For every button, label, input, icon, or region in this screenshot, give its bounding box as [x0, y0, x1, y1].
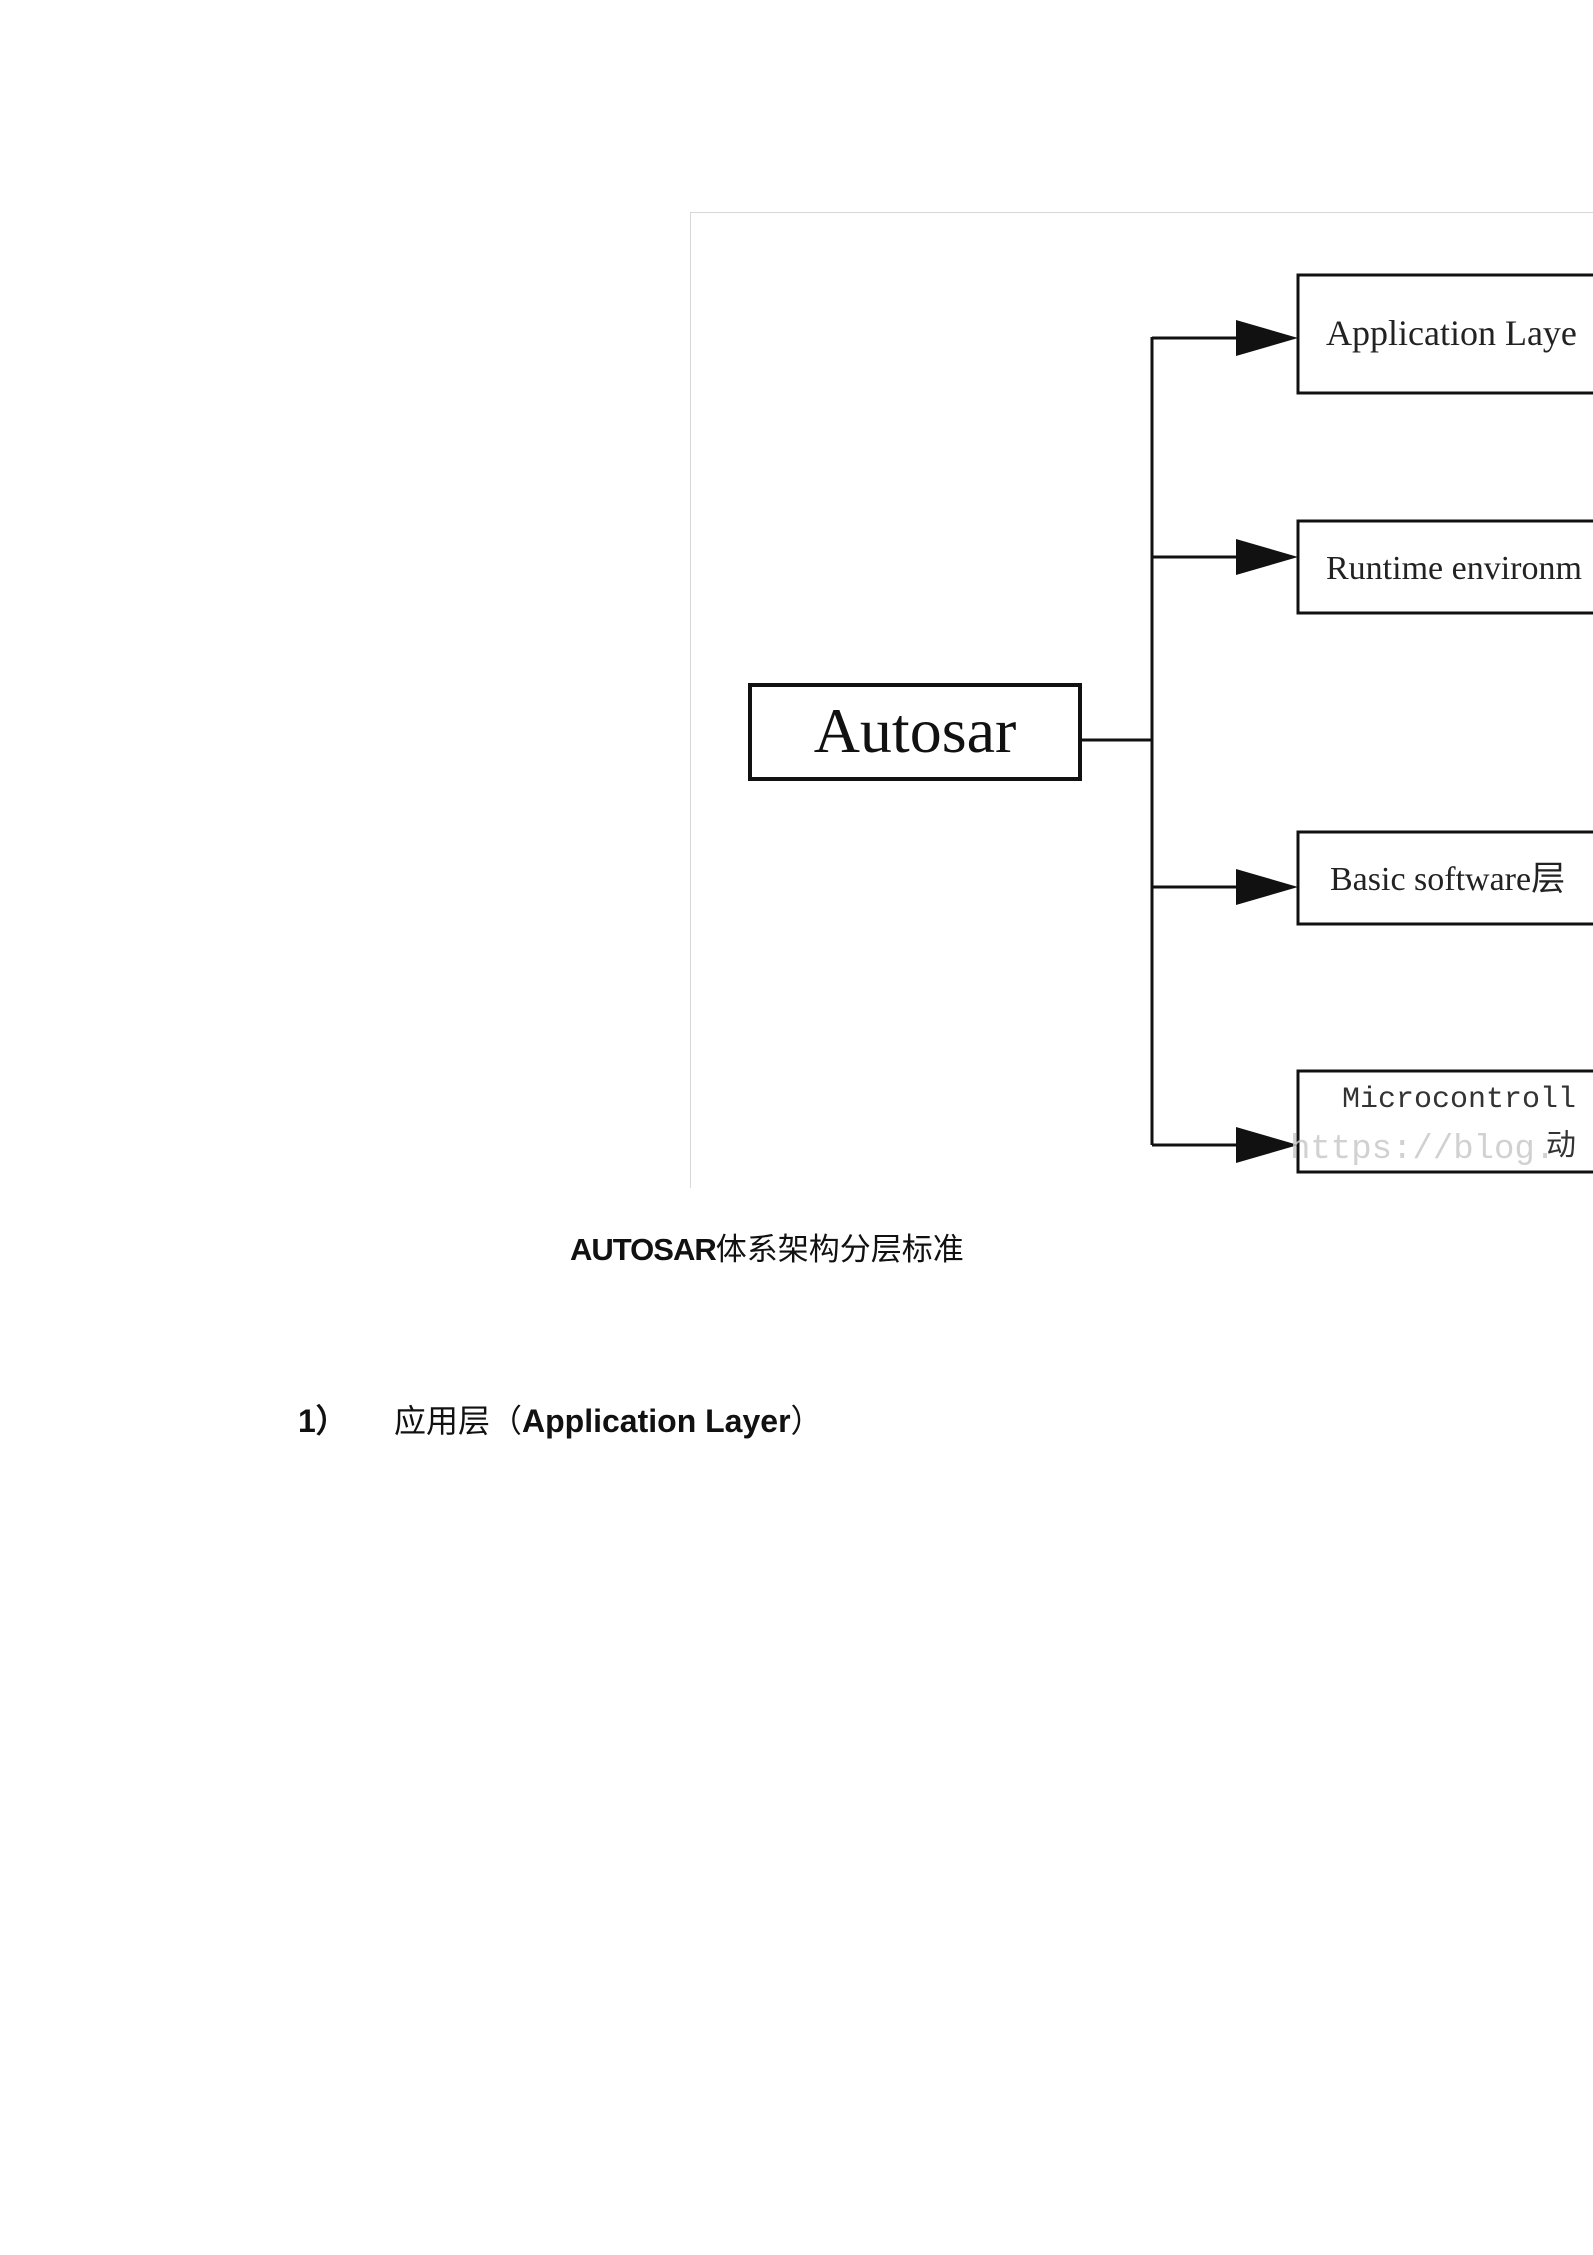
figure-frame [690, 212, 1593, 1188]
layer-box-1 [1296, 273, 1593, 395]
layer-label-1: Application Laye [1326, 313, 1577, 353]
layer-box-2 [1296, 519, 1593, 615]
layer-label-2: Runtime environm [1326, 550, 1582, 587]
section-heading: 1） 应用层（Application Layer） [298, 1400, 823, 1442]
arrowhead-3 [1236, 869, 1298, 905]
layer-label-3: Basic software层 [1330, 861, 1565, 898]
section-title-en: Application Layer [522, 1403, 791, 1439]
autosar-root-box [748, 683, 1082, 781]
layer-label-4-line2: 动 [1546, 1128, 1576, 1163]
arrowhead-1 [1236, 320, 1298, 356]
section-title-close: ） [790, 1403, 823, 1439]
watermark-text: https://blog. [1290, 1131, 1555, 1169]
caption-prefix: AUTOSAR [570, 1232, 717, 1267]
layer-box-4 [1296, 1069, 1593, 1174]
arrowhead-2 [1236, 539, 1298, 575]
layer-box-3 [1296, 830, 1593, 926]
figure-caption: AUTOSAR体系架构分层标准 [570, 1230, 964, 1270]
caption-text: 体系架构分层标准 [715, 1232, 964, 1267]
autosar-layer-diagram: Autosar Application Laye Runtime environ… [748, 273, 1593, 1174]
layer-label-4: Microcontroll [1342, 1083, 1576, 1117]
arrowhead-4 [1236, 1127, 1298, 1163]
section-number: 1） [298, 1403, 348, 1439]
section-title-cn: 应用层（ [394, 1403, 523, 1439]
autosar-root-label: Autosar [814, 695, 1017, 766]
